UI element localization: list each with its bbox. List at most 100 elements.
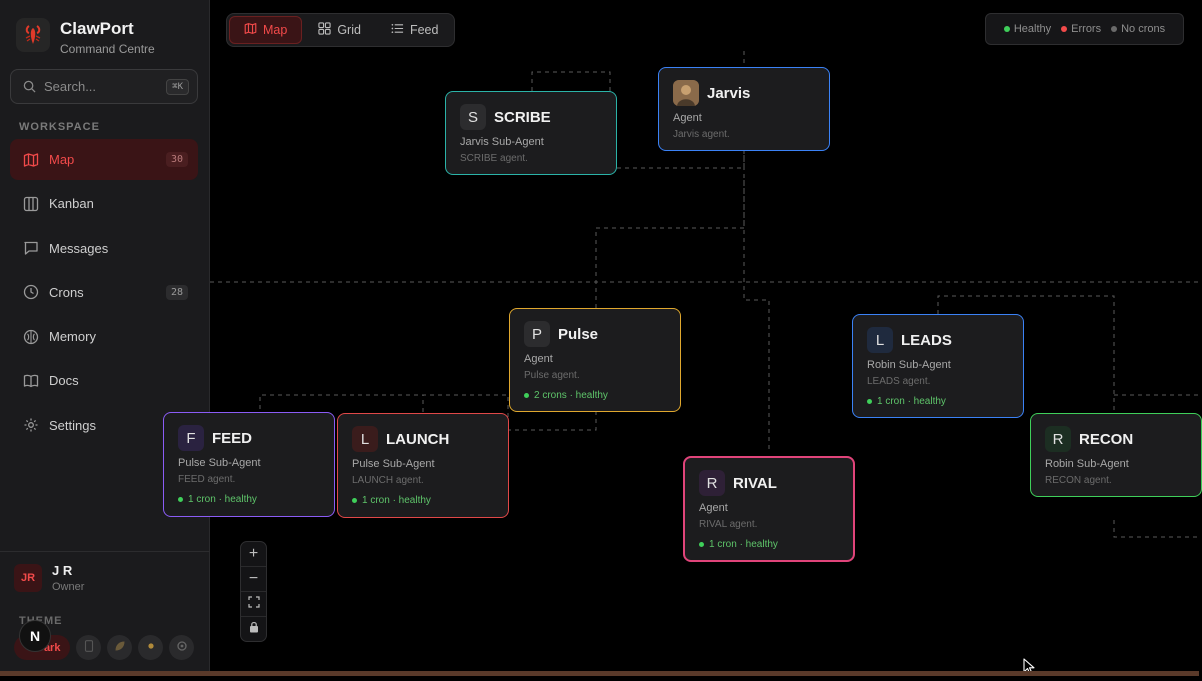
legend-dot [1061,26,1068,32]
lock-button[interactable] [241,616,266,641]
agent-node-pulse[interactable]: P Pulse Agent Pulse agent. 2 crons · hea… [509,308,681,412]
search-input[interactable]: Search... ⌘K [10,69,198,104]
search-shortcut: ⌘K [166,78,189,95]
agent-node-scribe[interactable]: S SCRIBE Jarvis Sub-Agent SCRIBE agent. [445,91,617,175]
view-label: Map [263,23,288,37]
workspace-label: WORKSPACE [19,121,100,133]
agent-name: RIVAL [733,474,777,492]
agent-initial: L [352,426,378,452]
gear-icon [22,416,40,434]
sidebar-nav: Map 30 Kanban Messages Crons 28 Memory [10,139,198,449]
agent-description: SCRIBE agent. [460,153,528,164]
lobster-logo-icon [16,18,50,52]
agent-description: LAUNCH agent. [352,475,424,486]
agent-description: FEED agent. [178,474,236,485]
clock-icon [22,283,40,301]
agent-role: Agent [673,112,702,124]
count-badge: 30 [165,152,188,167]
agent-node-launch[interactable]: L LAUNCH Pulse Sub-Agent LAUNCH agent. 1… [337,413,509,518]
agent-role: Jarvis Sub-Agent [460,136,544,148]
status-badge: 1 cron · healthy [867,396,1009,407]
legend-dot [1003,26,1010,32]
lock-icon [249,620,259,638]
grid-icon [318,22,331,38]
healthy-dot [178,497,183,502]
view-grid-button[interactable]: Grid [304,16,375,44]
agent-role: Agent [699,502,728,514]
plus-icon: + [248,545,259,562]
brand[interactable]: ClawPort Command Centre [16,18,155,56]
healthy-dot [699,542,704,547]
view-toggle: Map Grid Feed [226,13,456,47]
sidebar-item-label: Memory [49,329,96,345]
agent-map-canvas[interactable]: S SCRIBE Jarvis Sub-Agent SCRIBE agent. … [163,0,1202,676]
fit-view-button[interactable] [241,591,266,616]
agent-node-leads[interactable]: L LEADS Robin Sub-Agent LEADS agent. 1 c… [852,314,1024,418]
sidebar-item-kanban[interactable]: Kanban [10,183,198,224]
theme-option-button[interactable] [76,635,102,660]
sun-icon [145,639,157,657]
search-placeholder: Search... [44,79,97,94]
user-profile[interactable]: JR J R Owner [14,563,84,593]
app-subtitle: Command Centre [60,42,155,56]
status-text: 1 cron · healthy [188,494,257,505]
agent-description: RECON agent. [1045,475,1112,486]
sidebar-item-settings[interactable]: Settings [10,405,198,446]
map-icon [22,151,40,169]
zoom-in-button[interactable]: + [241,542,266,566]
minus-icon: − [248,570,259,587]
sidebar-item-memory[interactable]: Memory [10,316,198,357]
agent-name: Jarvis [707,84,751,102]
user-name: J R [52,563,73,578]
sidebar-item-docs[interactable]: Docs [10,360,198,401]
status-badge: 2 crons · healthy [524,390,666,401]
agent-avatar-photo [673,80,699,106]
status-badge: 1 cron · healthy [699,539,839,550]
healthy-dot [352,498,357,503]
agent-initial: F [178,425,204,451]
n-badge[interactable]: N [19,620,51,652]
brain-icon [22,328,40,346]
sidebar-item-crons[interactable]: Crons 28 [10,272,198,313]
sidebar-item-map[interactable]: Map 30 [10,139,198,180]
list-icon [391,22,404,38]
sidebar: ClawPort Command Centre Search... ⌘K WOR… [0,0,210,676]
window-bottom-edge [0,671,1199,676]
kanban-icon [22,195,40,213]
agent-node-jarvis[interactable]: Jarvis Agent Jarvis agent. [658,67,830,151]
agent-description: Pulse agent. [524,370,580,381]
agent-role: Robin Sub-Agent [867,359,951,371]
phone-icon [84,639,94,657]
theme-option-button[interactable] [138,635,164,660]
legend-no-crons: No crons [1111,23,1165,35]
status-text: 1 cron · healthy [362,495,431,506]
edge-line [595,180,745,308]
agent-name: LEADS [901,331,952,349]
agent-node-recon[interactable]: R RECON Robin Sub-Agent RECON agent. [1030,413,1202,497]
agent-name: RECON [1079,430,1134,448]
sidebar-item-messages[interactable]: Messages [10,228,198,269]
view-map-button[interactable]: Map [229,16,303,44]
sidebar-divider [0,551,210,552]
book-icon [22,372,40,390]
zoom-out-button[interactable]: − [241,566,266,591]
agent-name: FEED [212,429,253,447]
sidebar-item-label: Kanban [49,196,94,212]
agent-initial: L [867,327,893,353]
sidebar-item-label: Settings [49,417,96,433]
agent-role: Pulse Sub-Agent [352,458,435,470]
view-feed-button[interactable]: Feed [377,16,453,44]
agent-initial: R [699,470,725,496]
edge-line [743,150,770,450]
zoom-controls: + − [240,541,267,642]
legend-healthy: Healthy [1003,23,1051,35]
edge-line [937,295,1115,415]
leaf-icon [114,639,126,657]
app-name: ClawPort [60,19,134,38]
agent-node-rival[interactable]: R RIVAL Agent RIVAL agent. 1 cron · heal… [683,456,855,562]
fit-view-icon [247,595,260,613]
theme-option-button[interactable] [169,635,195,660]
agent-node-feed[interactable]: F FEED Pulse Sub-Agent FEED agent. 1 cro… [163,412,335,517]
theme-option-button[interactable] [107,635,133,660]
